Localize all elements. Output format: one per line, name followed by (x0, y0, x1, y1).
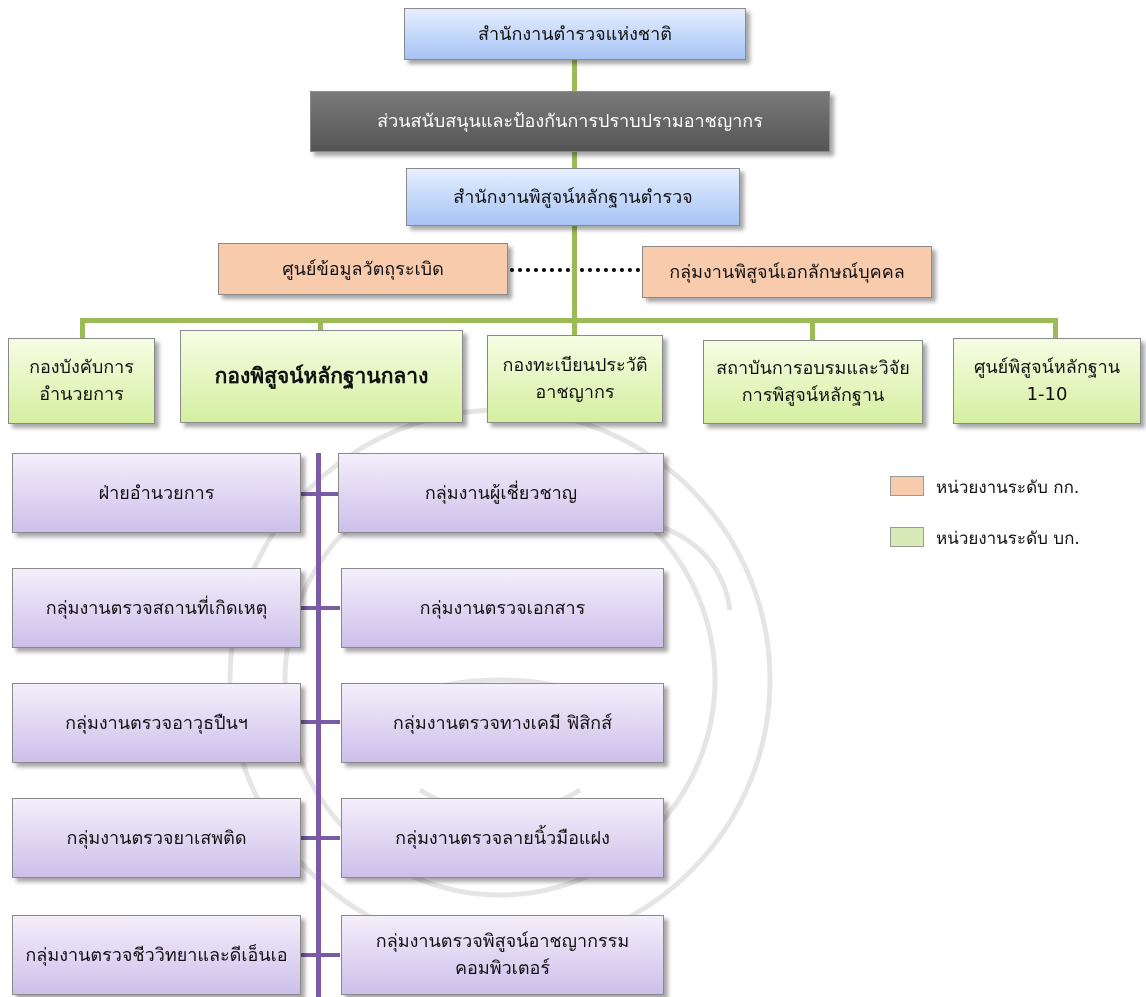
criminal-records-box: กองทะเบียนประวัติ อาชญากร (487, 335, 663, 423)
connector-purple-row-3 (300, 720, 340, 724)
support-division-box: ส่วนสนับสนุนและป้องกันการปราบปรามอาชญากร (310, 91, 830, 152)
connector-drop-central (318, 318, 323, 332)
left-unit-3: กลุ่มงานตรวจอาวุธปืนฯ (12, 683, 301, 763)
admin-command-line-1: กองบังคับการ (29, 357, 134, 378)
connector-purple-row-1 (300, 492, 340, 496)
connector-purple-row-5 (300, 953, 340, 957)
regional-centers-box: ศูนย์พิสูจน์หลักฐาน 1-10 (953, 338, 1141, 424)
left-unit-4: กลุ่มงานตรวจยาเสพติด (12, 798, 301, 878)
left-unit-2-label: กลุ่มงานตรวจสถานที่เกิดเหตุ (45, 597, 268, 619)
left-unit-3-label: กลุ่มงานตรวจอาวุธปืนฯ (65, 712, 248, 734)
right-unit-1-label: กลุ่มงานผู้เชี่ยวชาญ (424, 482, 578, 504)
regional-centers-line-2: 1-10 (1026, 384, 1068, 405)
connector-divisions-bar (80, 318, 1058, 323)
right-unit-1: กลุ่มงานผู้เชี่ยวชาญ (338, 453, 664, 533)
national-police-box: สำนักงานตำรวจแห่งชาติ (404, 8, 746, 60)
admin-command-line-2: อำนวยการ (39, 384, 124, 405)
training-institute-line-2: การพิสูจน์หลักฐาน (741, 385, 885, 406)
explosives-center-box: ศูนย์ข้อมูลวัตถุระเบิด (218, 243, 508, 295)
connector-drop-admin (80, 318, 85, 342)
right-unit-4: กลุ่มงานตรวจลายนิ้วมือแฝง (341, 798, 664, 878)
legend-orange-label: หน่วยงานระดับ กก. (936, 478, 1080, 498)
connector-purple-row-2 (300, 606, 340, 610)
connector-purple-row-4 (300, 836, 340, 840)
central-forensic-label: กองพิสูจน์หลักฐานกลาง (214, 363, 429, 388)
identity-group-box: กลุ่มงานพิสูจน์เอกลักษณ์บุคคล (642, 246, 932, 298)
right-unit-5: กลุ่มงานตรวจพิสูจน์อาชญากรรม คอมพิวเตอร์ (341, 915, 664, 995)
training-institute-line-1: สถาบันการอบรมและวิจัย (716, 358, 910, 379)
dotted-link-right (580, 268, 640, 272)
connector-drop-training (810, 318, 815, 344)
right-unit-2-label: กลุ่มงานตรวจเอกสาร (419, 597, 586, 619)
legend-green-label: หน่วยงานระดับ บก. (936, 529, 1080, 549)
training-institute-box: สถาบันการอบรมและวิจัย การพิสูจน์หลักฐาน (703, 340, 923, 424)
left-unit-4-label: กลุ่มงานตรวจยาเสพติด (66, 827, 247, 849)
right-unit-4-label: กลุ่มงานตรวจลายนิ้วมือแฝง (395, 827, 610, 849)
central-forensic-box: กองพิสูจน์หลักฐานกลาง (180, 330, 463, 423)
admin-command-box: กองบังคับการ อำนวยการ (8, 338, 155, 424)
forensic-office-box: สำนักงานพิสูจน์หลักฐานตำรวจ (406, 168, 740, 226)
connector-drop-regional (1053, 318, 1058, 342)
explosives-center-label: ศูนย์ข้อมูลวัตถุระเบิด (282, 258, 444, 280)
identity-group-label: กลุ่มงานพิสูจน์เอกลักษณ์บุคคล (669, 261, 905, 283)
connector-purple-trunk (316, 453, 321, 997)
support-division-label: ส่วนสนับสนุนและป้องกันการปราบปรามอาชญากร (377, 111, 763, 132)
left-unit-5-label: กลุ่มงานตรวจชีววิทยาและดีเอ็นเอ (25, 944, 288, 966)
right-unit-3: กลุ่มงานตรวจทางเคมี ฟิสิกส์ (341, 683, 664, 763)
national-police-label: สำนักงานตำรวจแห่งชาติ (478, 23, 672, 45)
left-unit-1-label: ฝ่ายอำนวยการ (98, 482, 215, 504)
left-unit-5: กลุ่มงานตรวจชีววิทยาและดีเอ็นเอ (12, 915, 301, 995)
criminal-records-line-1: กองทะเบียนประวัติ (502, 355, 648, 376)
left-unit-2: กลุ่มงานตรวจสถานที่เกิดเหตุ (12, 568, 301, 648)
forensic-office-label: สำนักงานพิสูจน์หลักฐานตำรวจ (453, 186, 693, 208)
right-unit-3-label: กลุ่มงานตรวจทางเคมี ฟิสิกส์ (392, 712, 613, 734)
left-unit-1: ฝ่ายอำนวยการ (12, 453, 301, 533)
criminal-records-line-2: อาชญากร (535, 382, 615, 403)
right-unit-5-line-2: คอมพิวเตอร์ (454, 958, 550, 979)
dotted-link-left (510, 268, 570, 272)
right-unit-5-line-1: กลุ่มงานตรวจพิสูจน์อาชญากรรม (375, 931, 630, 952)
connector-drop-records (572, 318, 577, 338)
legend-green-swatch (890, 527, 924, 547)
legend-orange-swatch (890, 476, 924, 496)
right-unit-2: กลุ่มงานตรวจเอกสาร (341, 568, 664, 648)
regional-centers-line-1: ศูนย์พิสูจน์หลักฐาน (973, 357, 1121, 378)
